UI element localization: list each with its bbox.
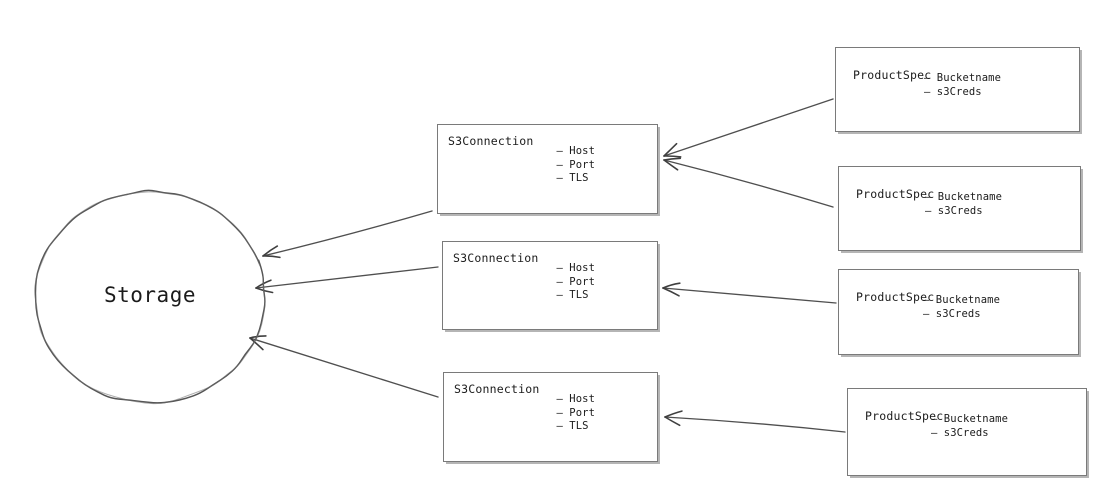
productspec-attribute-list: – Bucketname– s3Creds — [923, 294, 1000, 321]
s3connection-title: S3Connection — [448, 134, 534, 148]
storage-ellipse — [34, 189, 266, 405]
s3connection-attribute: – TLS — [556, 172, 589, 184]
node-s3connection-2[interactable]: S3Connection – Host– Port– TLS — [442, 241, 658, 330]
node-productspec-1[interactable]: ProductSpec– Bucketname– s3Creds — [835, 47, 1080, 132]
productspec-attribute: – Bucketname — [923, 72, 1001, 84]
arrow-spec3-to-conn2 — [662, 282, 837, 304]
s3connection-title: S3Connection — [453, 251, 539, 265]
node-s3connection-1[interactable]: S3Connection – Host– Port– TLS — [437, 124, 658, 214]
productspec-attribute: – s3Creds — [930, 426, 989, 439]
productspec-attribute-list: – Bucketname– s3Creds — [924, 72, 1001, 99]
s3connection-attribute-list: – Host– Port– TLS — [556, 145, 595, 186]
productspec-title: ProductSpec — [865, 409, 944, 423]
storage-label: Storage — [103, 283, 196, 307]
productspec-attribute: – s3Creds — [924, 204, 983, 217]
arrow-spec2-to-conn1 — [663, 157, 834, 208]
s3connection-title: S3Connection — [454, 382, 540, 396]
productspec-attribute: – Bucketname — [922, 294, 1000, 306]
s3connection-attribute-list: – Host– Port– TLS — [556, 393, 595, 434]
node-productspec-2[interactable]: ProductSpec– Bucketname– s3Creds — [838, 166, 1081, 251]
productspec-title: ProductSpec — [856, 187, 935, 201]
node-storage[interactable]: Storage — [19, 175, 281, 419]
s3connection-attribute: – TLS — [556, 289, 589, 301]
arrow-spec4-to-conn3 — [664, 410, 846, 433]
s3connection-attribute: – Port — [556, 275, 595, 288]
arrow-conn2-to-storage — [255, 266, 439, 294]
s3connection-attribute: – Host — [556, 262, 595, 274]
arrow-spec1-to-conn1 — [663, 98, 834, 158]
s3connection-attribute: – Host — [556, 393, 595, 405]
productspec-title: ProductSpec — [853, 68, 932, 82]
s3connection-attribute: – Host — [556, 145, 595, 157]
arrow-conn1-to-storage — [262, 210, 433, 259]
s3connection-attribute: – Port — [556, 406, 595, 419]
node-s3connection-3[interactable]: S3Connection – Host– Port– TLS — [443, 372, 658, 462]
productspec-attribute-list: – Bucketname– s3Creds — [925, 191, 1002, 218]
productspec-attribute: – s3Creds — [923, 85, 982, 98]
node-productspec-3[interactable]: ProductSpec– Bucketname– s3Creds — [838, 269, 1079, 355]
node-productspec-4[interactable]: ProductSpec– Bucketname– s3Creds — [847, 388, 1087, 476]
productspec-attribute: – Bucketname — [924, 191, 1002, 203]
productspec-attribute: – s3Creds — [922, 307, 981, 320]
productspec-attribute: – Bucketname — [930, 413, 1008, 425]
productspec-title: ProductSpec — [856, 290, 935, 304]
productspec-attribute-list: – Bucketname– s3Creds — [931, 413, 1008, 440]
s3connection-attribute-list: – Host– Port– TLS — [556, 262, 595, 303]
s3connection-attribute: – TLS — [556, 420, 589, 432]
s3connection-attribute: – Port — [556, 158, 595, 171]
